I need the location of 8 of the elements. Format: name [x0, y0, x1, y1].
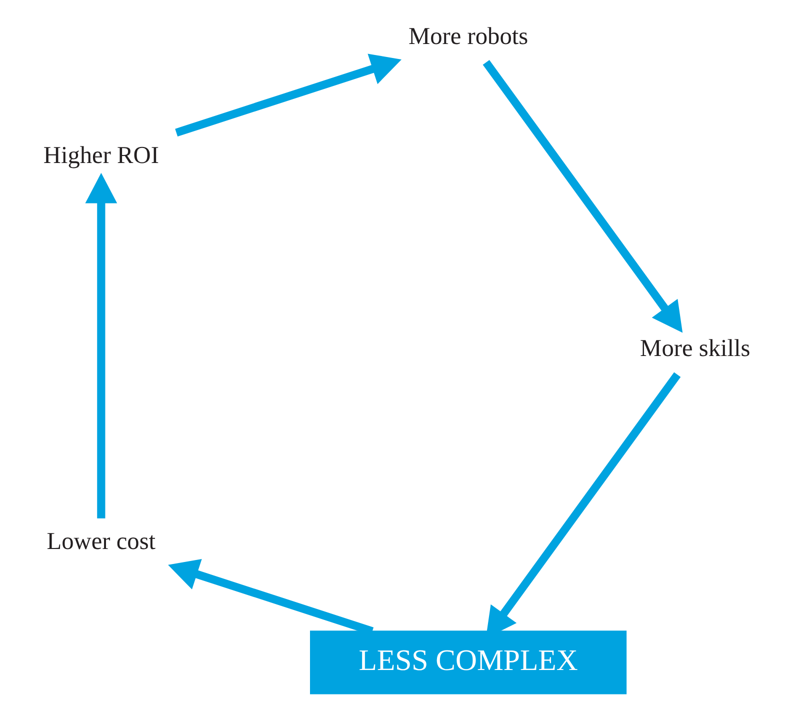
arrow	[482, 60, 682, 333]
node-text: More skills	[640, 335, 750, 362]
node-text: Higher ROI	[42, 142, 158, 170]
node-text: Lower cost	[46, 528, 156, 556]
node-text: More robots	[408, 22, 528, 50]
arrow	[84, 172, 117, 518]
arrow	[174, 54, 402, 137]
node-box: LESS COMPLEX	[310, 630, 626, 694]
